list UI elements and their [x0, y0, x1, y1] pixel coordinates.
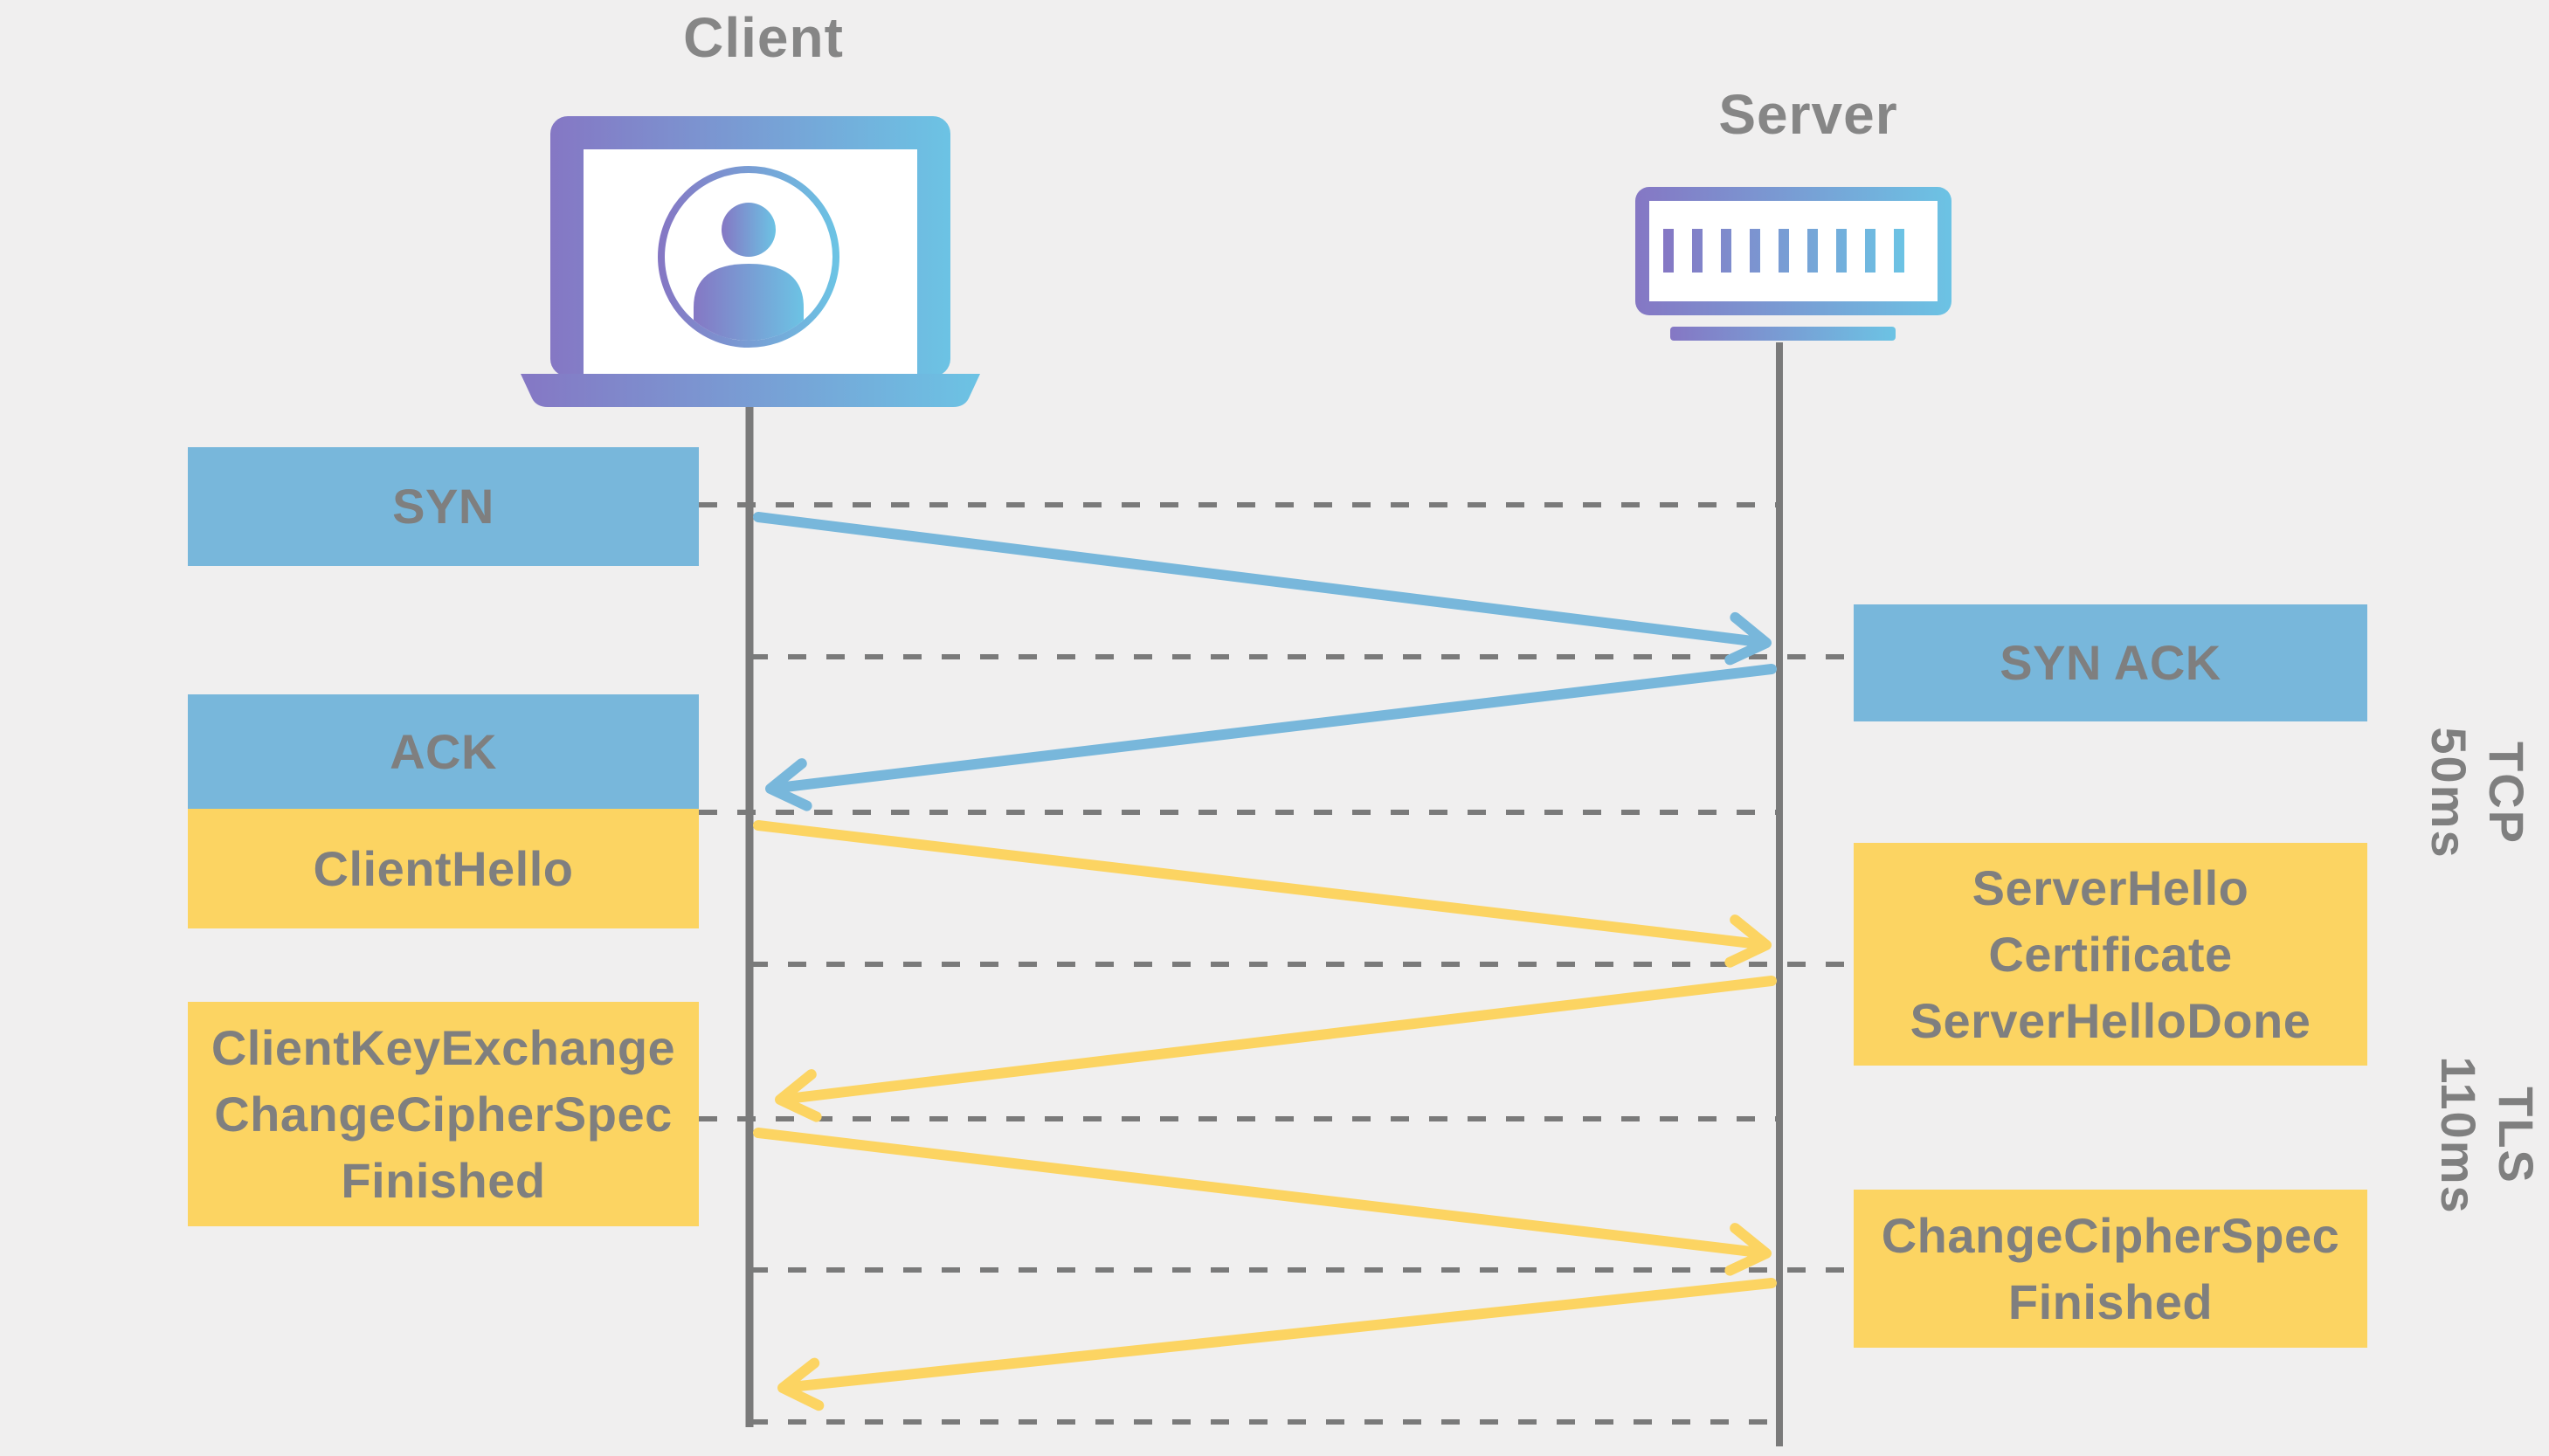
message-box-client-hello: ClientHello [188, 809, 699, 928]
dashed-timing-lines [699, 502, 1854, 1425]
arrow-syn-ack [765, 664, 1777, 811]
arrow-serverhello-certificate-serverhellodone [775, 976, 1777, 1122]
phase-label-tcp: TCP 50ms [2421, 727, 2534, 859]
laptop-user-icon [521, 116, 980, 407]
message-arrows [753, 512, 1777, 1411]
message-box-syn-ack: SYN ACK [1854, 604, 2367, 721]
actor-label-client: Client [683, 6, 844, 69]
arrow-syn [753, 512, 1772, 666]
server-icon [1635, 187, 1951, 341]
actor-label-server: Server [1718, 83, 1898, 146]
arrow-clientkeyexchange-changecipherspec-finished [753, 1128, 1772, 1276]
arrow-clienthello [753, 820, 1772, 968]
arrow-changecipherspec-finished [777, 1278, 1777, 1411]
message-box-syn: SYN [188, 447, 699, 566]
message-box-ack: ACK [188, 694, 699, 809]
lifelines [745, 342, 1783, 1446]
message-box-change-cipher-spec: ChangeCipherSpec Finished [1854, 1190, 2367, 1348]
server-slots [1663, 229, 1904, 273]
message-box-server-hello: ServerHello Certificate ServerHelloDone [1854, 843, 2367, 1066]
phase-label-tls: TLS 110ms [2431, 1056, 2544, 1215]
message-box-client-key-exchange: ClientKeyExchange ChangeCipherSpec Finis… [188, 1002, 699, 1226]
